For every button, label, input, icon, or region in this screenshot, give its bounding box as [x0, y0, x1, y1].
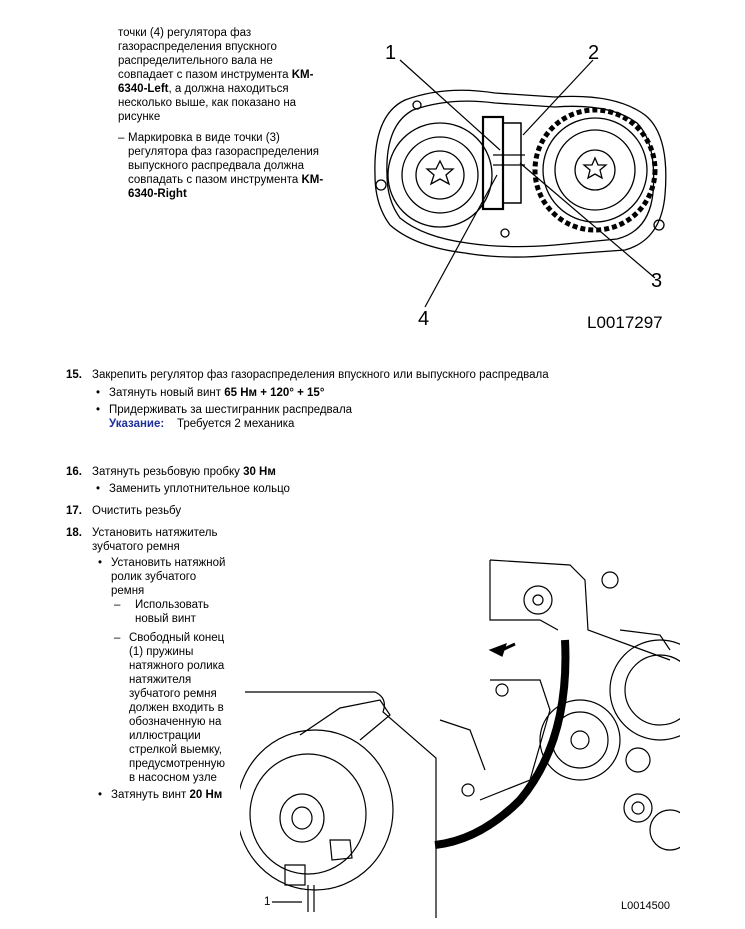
text-line: в насосном узле	[129, 772, 217, 784]
note-text: Требуется 2 механика	[177, 418, 295, 430]
text-line: должен входить в	[129, 702, 224, 714]
bullet: •	[96, 483, 101, 495]
text-line: ремня	[111, 585, 145, 597]
text-run: , а должна находиться	[168, 83, 289, 95]
callout-1: 1	[264, 896, 271, 908]
callout-3: 3	[651, 270, 663, 292]
top-dash-marker: –	[118, 132, 125, 144]
text-line: ролик зубчатого	[111, 571, 197, 583]
text-line: обозначенную на	[129, 716, 222, 728]
camshaft-drawing	[374, 59, 667, 308]
step-text: Закрепить регулятор фаз газораспределени…	[92, 369, 549, 381]
text-run: Затянуть винт	[111, 789, 190, 801]
text-run: Затянуть новый винт	[109, 387, 225, 399]
bullet-text: Заменить уплотнительное кольцо	[109, 483, 290, 495]
bullet-text: Затянуть новый винт 65 Нм + 120° + 15°	[109, 386, 324, 400]
text-line: Использовать	[135, 599, 210, 611]
bullet: •	[96, 387, 101, 399]
text-line: стрелкой выемку,	[129, 744, 222, 756]
note-label: Указание:	[109, 418, 165, 430]
tool-name: KM-	[291, 69, 314, 81]
text-line: натяжного ролика	[129, 660, 225, 672]
text-run: совпадает с пазом инструмента	[118, 69, 292, 81]
text-line: распределительного вала не	[118, 55, 273, 67]
tool-name: 6340-Left	[118, 83, 169, 95]
callout-1: 1	[385, 42, 397, 64]
torque-value: 65 Нм + 120° + 15°	[224, 387, 325, 399]
bullet: •	[96, 404, 101, 416]
tool-name: KM-	[301, 174, 324, 186]
step-number: 17.	[66, 505, 82, 517]
step-number: 18.	[66, 527, 82, 539]
text-line: регулятора фаз газораспределения	[128, 146, 320, 158]
step-number: 16.	[66, 466, 82, 478]
text-line: (1) пружины	[129, 646, 194, 658]
dash-marker: –	[114, 632, 121, 644]
dash-marker: –	[114, 599, 121, 611]
text-line: газораспределения впускного	[118, 41, 277, 53]
text-line: зубчатого ремня	[92, 541, 180, 553]
bullet: •	[98, 789, 103, 801]
callout-4: 4	[418, 308, 430, 330]
callout-2: 2	[588, 42, 600, 64]
bullet: •	[98, 557, 103, 569]
figure-tensioner	[236, 540, 711, 920]
text-line: Маркировка в виде точки (3)	[128, 132, 280, 144]
text-line: Свободный конец	[129, 632, 225, 644]
bullet-text: Установить натяжной ролик зубчатого ремн…	[111, 556, 225, 598]
text-line: точки (4) регулятора фаз	[118, 27, 252, 39]
step-number: 15.	[66, 369, 82, 381]
text-run: Затянуть резьбовую пробку	[92, 466, 244, 478]
torque-value: 30 Нм	[243, 466, 276, 478]
top-dash-item: Маркировка в виде точки (3) регулятора ф…	[128, 131, 348, 201]
text-line: натяжителя	[129, 674, 192, 686]
text-line: совпадать с пазом инструмента KM-	[128, 173, 348, 187]
text-line: 6340-Left, а должна находиться	[118, 82, 348, 96]
text-line: совпадает с пазом инструмента KM-	[118, 68, 348, 82]
figure-camshaft-sprockets	[355, 35, 695, 335]
bullet-text: Затянуть винт 20 Нм	[111, 788, 222, 802]
text-line: рисунке	[118, 111, 161, 123]
dash-text: Свободный конец (1) пружины натяжного ро…	[129, 631, 225, 785]
text-line: новый винт	[135, 613, 196, 625]
text-run: совпадать с пазом инструмента	[128, 174, 302, 186]
text-line: несколько выше, как показано на	[118, 97, 297, 109]
step-text: Установить натяжитель зубчатого ремня	[92, 526, 218, 554]
text-line: зубчатого ремня	[129, 688, 217, 700]
text-line: иллюстрации	[129, 730, 201, 742]
step-text: Очистить резьбу	[92, 505, 182, 517]
figure-code: L0017297	[587, 313, 663, 332]
tool-name: 6340-Right	[128, 188, 187, 200]
text-line: предусмотренную	[129, 758, 226, 770]
figure-code: L0014500	[621, 900, 670, 912]
text-line: Установить натяжной	[111, 557, 226, 569]
step-text: Затянуть резьбовую пробку 30 Нм	[92, 465, 276, 479]
torque-value: 20 Нм	[189, 789, 223, 801]
top-text-block: точки (4) регулятора фаз газораспределен…	[118, 26, 348, 124]
tensioner-drawing	[236, 559, 711, 918]
text-line: выпускного распредвала должна	[128, 160, 304, 172]
dash-text: Использовать новый винт	[135, 598, 209, 626]
bullet-text: Придерживать за шестигранник распредвала	[109, 404, 353, 416]
text-line: Установить натяжитель	[92, 527, 218, 539]
